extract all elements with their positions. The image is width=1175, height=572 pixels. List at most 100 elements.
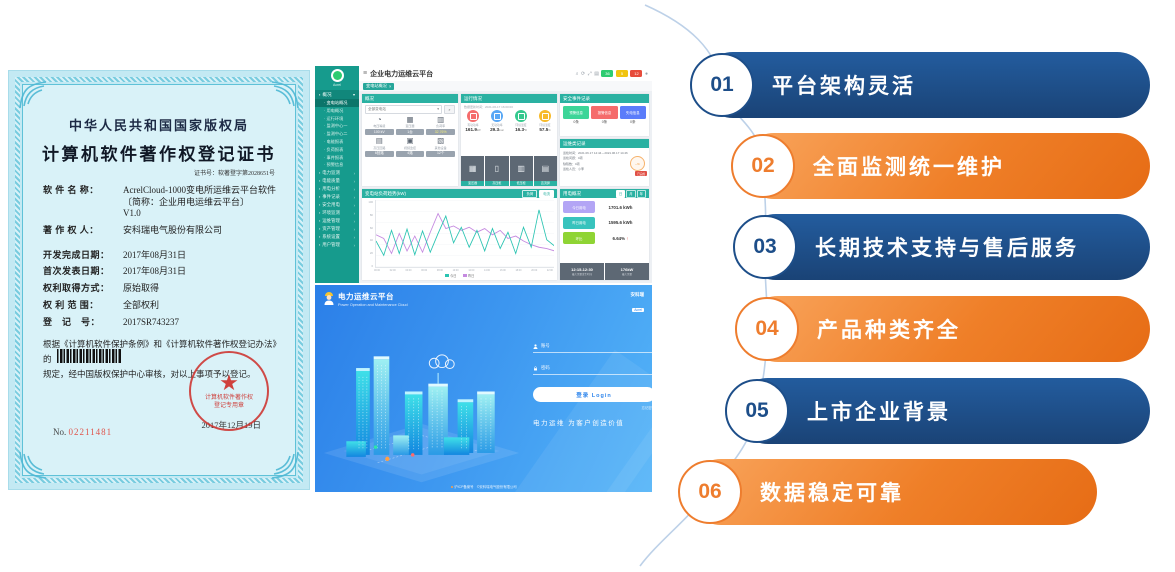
cabinet-icon: ▥ <box>517 163 525 173</box>
sidebar-group-安全用电[interactable]: ▪安全用电› <box>319 202 355 208</box>
chevron-right-icon: › <box>353 170 355 176</box>
sidebar-item-监测中心一[interactable]: · 监测中心一 <box>324 123 348 129</box>
load-button[interactable]: 负荷 <box>522 189 538 198</box>
sidebar-item-变电站概况[interactable]: · 变电站概况 <box>315 99 359 107</box>
alarm-count-badge[interactable]: 12 <box>630 70 643 77</box>
feature-pill-5: 上市企业背景 <box>735 378 1150 444</box>
dashboard-sidebar: Acrel ▪ 概况 ▾ · 变电站概况· 用电概况· 运行环境· 监测中心一·… <box>315 66 359 283</box>
sidebar-group-资产管理[interactable]: ▪资产管理› <box>319 226 355 232</box>
sidebar-group-系统设置[interactable]: ▪系统设置› <box>319 234 355 240</box>
copyright-certificate: 中华人民共和国国家版权局 计算机软件著作权登记证书 证书号：软著登字第20286… <box>8 70 310 490</box>
menu-toggle-icon[interactable]: ≡ <box>363 70 368 77</box>
sidebar-group-overview[interactable]: ▪ 概况 ▾ <box>315 90 359 99</box>
device-lv-cabinet[interactable]: ▥低压柜 <box>509 156 533 186</box>
forgot-password-link[interactable]: 忘记密码 <box>641 406 652 410</box>
login-button[interactable]: 登录 Login <box>533 387 652 402</box>
footer-dot-icon <box>451 486 454 489</box>
search-icon[interactable]: ⌕ <box>575 70 579 77</box>
sidebar-item-事件报表[interactable]: · 事件报表 <box>324 154 344 160</box>
device-hv-cabinet[interactable]: ▯高压柜 <box>485 156 509 186</box>
chevron-right-icon: › <box>353 234 355 240</box>
user-avatar-icon[interactable]: ● <box>644 70 648 77</box>
close-icon[interactable]: × <box>388 83 392 89</box>
apps-icon[interactable]: ▤ <box>594 70 599 77</box>
cloud-icon <box>428 354 455 370</box>
substation-select[interactable]: 全部变电站▾ <box>365 105 442 114</box>
thermometer-icon <box>515 110 527 122</box>
sidebar-item-运行环境[interactable]: · 运行环境 <box>324 115 344 121</box>
chevron-right-icon: › <box>353 210 355 216</box>
corner-flourish-icon <box>271 81 299 109</box>
menu-icon: ▪ <box>319 187 321 192</box>
chart-title: 变电站负荷趋势(kW) <box>365 190 406 196</box>
star-icon: ★ <box>219 369 239 395</box>
yesterday-load-line <box>375 212 554 255</box>
sidebar-group-用户管理[interactable]: ▪用户管理› <box>319 242 355 248</box>
chevron-right-icon: › <box>353 194 355 200</box>
x-tick: 20:00 <box>531 269 538 272</box>
official-seal: ★ 计算机软件著作权登记专用章 <box>189 351 269 431</box>
shield-icon <box>491 110 503 122</box>
logo-icon <box>330 69 344 82</box>
sidebar-group-电能质量[interactable]: ▪电能质量› <box>319 178 355 184</box>
sidebar-item-预警信息[interactable]: · 预警信息 <box>324 162 344 168</box>
sidebar-group-电力监测[interactable]: ▪电力监测› <box>319 170 355 176</box>
worker-icon <box>324 292 334 305</box>
x-tick: 02:00 <box>389 269 396 272</box>
status-panel-header: 运行情况 <box>461 94 557 103</box>
tab-year[interactable]: 年 <box>636 189 646 198</box>
current-button[interactable]: 电流 <box>539 189 554 198</box>
transformer-icon: ▦ <box>406 114 414 124</box>
x-tick: 04:00 <box>405 269 412 272</box>
dashboard-screenshot: Acrel ▪ 概况 ▾ · 变电站概况· 用电概况· 运行环境· 监测中心一·… <box>315 66 652 283</box>
y-tick: 0 <box>371 263 373 268</box>
feature-pill-3: 长期技术支持与售后服务 <box>743 214 1150 280</box>
device-dc-panel[interactable]: ▤直流屏 <box>533 156 557 186</box>
sidebar-item-电能报表[interactable]: · 电能报表 <box>324 138 344 144</box>
feature-pill-2: 全面监测统一维护 <box>741 133 1150 199</box>
feature-pill-4: 产品种类齐全 <box>745 296 1150 362</box>
account-field[interactable]: 账号 <box>533 340 652 353</box>
menu-icon: ▪ <box>319 235 321 240</box>
feature-pill-6: 数据稳定可靠 <box>688 459 1097 525</box>
sidebar-group-事件记录[interactable]: ▪事件记录› <box>319 194 355 200</box>
sidebar-item-监测中心二[interactable]: · 监测中心二 <box>324 131 348 137</box>
y-tick: 60 <box>369 225 373 230</box>
tab-day[interactable]: 日 <box>615 189 626 198</box>
login-form: 账号 密码 ▾ 登录 Login 忘记密码 <box>533 340 652 410</box>
tab-substation-overview[interactable]: 变电站概况× <box>363 82 395 90</box>
device-transformer[interactable]: ▦变压器 <box>461 156 485 186</box>
login-subtitle: Power Operation and Maintenance Cloud <box>338 303 408 307</box>
pending-count-badge[interactable]: 5 <box>615 70 628 77</box>
search-button[interactable]: ⌕ <box>444 105 455 114</box>
chevron-right-icon: › <box>353 186 355 192</box>
sidebar-group-环境监测[interactable]: ▪环境监测› <box>319 210 355 216</box>
device-strip: ▦变压器 ▯高压柜 ▥低压柜 ▤直流屏 <box>461 156 557 186</box>
refresh-icon[interactable]: ⟳ <box>581 70 586 77</box>
sidebar-group-用电分析[interactable]: ▪用电分析› <box>319 186 355 192</box>
password-field[interactable]: 密码 ▾ <box>533 362 652 375</box>
updated-timestamp: 数据更新时间：2021-06-17 16:00:00 <box>464 105 513 109</box>
sidebar-item-负荷报表[interactable]: · 负荷报表 <box>324 146 344 152</box>
y-tick: 100 <box>368 200 373 204</box>
corner-flourish-icon <box>271 451 299 479</box>
warning-count-badge[interactable]: 36 <box>601 70 614 77</box>
gauge-icon: ◔ <box>377 114 382 124</box>
sidebar-item-用电概况[interactable]: · 用电概况 <box>324 107 344 113</box>
feature-label: 全面监测统一维护 <box>813 156 1005 179</box>
device-icon: ▧ <box>437 136 445 146</box>
tab-month[interactable]: 月 <box>626 189 636 198</box>
menu-icon: ▪ <box>319 179 321 184</box>
fullscreen-icon[interactable]: ⤢ <box>587 70 592 77</box>
sidebar-group-运维管理[interactable]: ▪运维管理› <box>319 218 355 224</box>
y-tick: 40 <box>369 238 373 243</box>
